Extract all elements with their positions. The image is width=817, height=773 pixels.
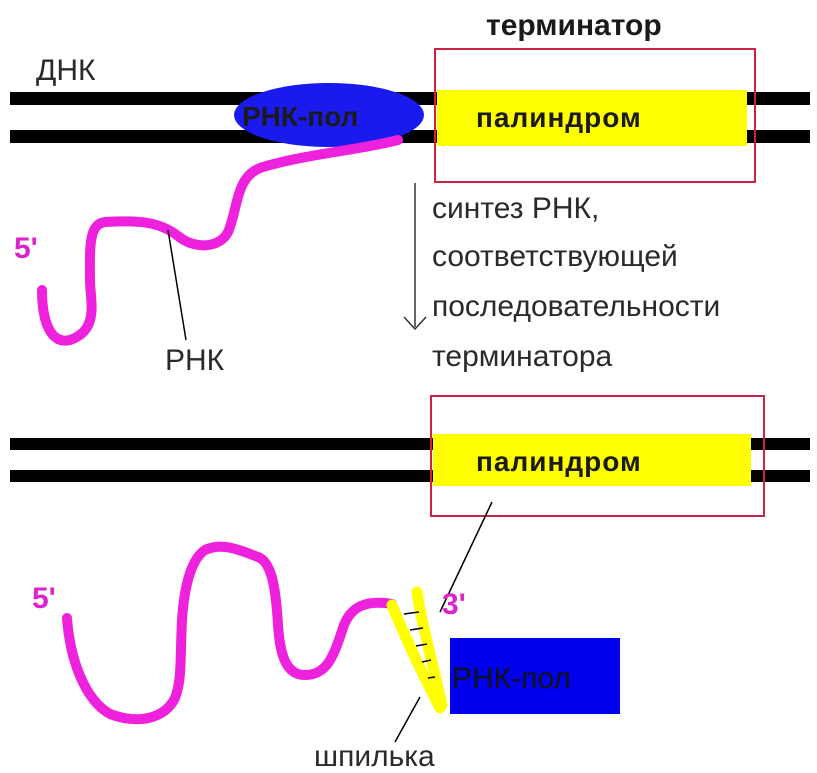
rna-pol-label-bottom: РНК-пол: [452, 662, 571, 695]
terminator-box-top: [434, 48, 756, 183]
palindrome-label-bottom: палиндром: [476, 446, 642, 477]
rna-pol-label-top: РНК-пол: [242, 101, 358, 132]
rna-polymerase-block: [450, 638, 620, 714]
rna-label: РНК: [165, 344, 225, 377]
three-prime-label: 3': [442, 588, 466, 621]
top-panel: терминатор ДНК палиндром РНК-пол 5' РНК: [10, 9, 810, 377]
palindrome-label-top: палиндром: [476, 102, 642, 133]
five-prime-label-top: 5': [14, 232, 38, 265]
terminator-label: терминатор: [486, 9, 662, 42]
rna-strand-top: [37, 135, 403, 346]
dna-label: ДНК: [36, 54, 96, 87]
synthesis-arrow: [403, 183, 427, 331]
hairpin-pair-4: [421, 659, 432, 663]
caption-line-2: соответствующей: [432, 240, 678, 273]
palindrome-pointer-line: [439, 501, 493, 613]
bottom-panel: палиндром РНК-пол 5' 3' шпилька: [10, 395, 810, 773]
caption-line-4: терминатора: [432, 340, 613, 373]
rna-pointer-line: [167, 229, 187, 341]
five-prime-label-bottom: 5': [32, 582, 56, 615]
arrow-head: [403, 316, 427, 331]
caption-line-3: последовательности: [432, 290, 720, 323]
palindrome-region-top: [437, 90, 747, 146]
terminator-box-bottom: [430, 395, 765, 517]
hairpin-pair-2: [409, 627, 424, 631]
synthesis-caption: синтез РНК, соответствующей последовател…: [432, 192, 720, 373]
hairpin-pair-1: [403, 611, 420, 615]
hairpin-pair-5: [427, 676, 436, 679]
hairpin-label: шпилька: [314, 740, 435, 773]
palindrome-region-bottom: [433, 434, 751, 486]
hairpin-right-arm: [411, 586, 448, 711]
hairpin-pointer-line: [394, 696, 421, 743]
hairpin-pair-3: [415, 643, 428, 647]
caption-line-1: синтез РНК,: [432, 192, 599, 225]
rna-polymerase-ellipse: [234, 83, 424, 147]
hairpin-left-arm: [386, 599, 446, 714]
rna-strand-bottom: [62, 541, 397, 725]
